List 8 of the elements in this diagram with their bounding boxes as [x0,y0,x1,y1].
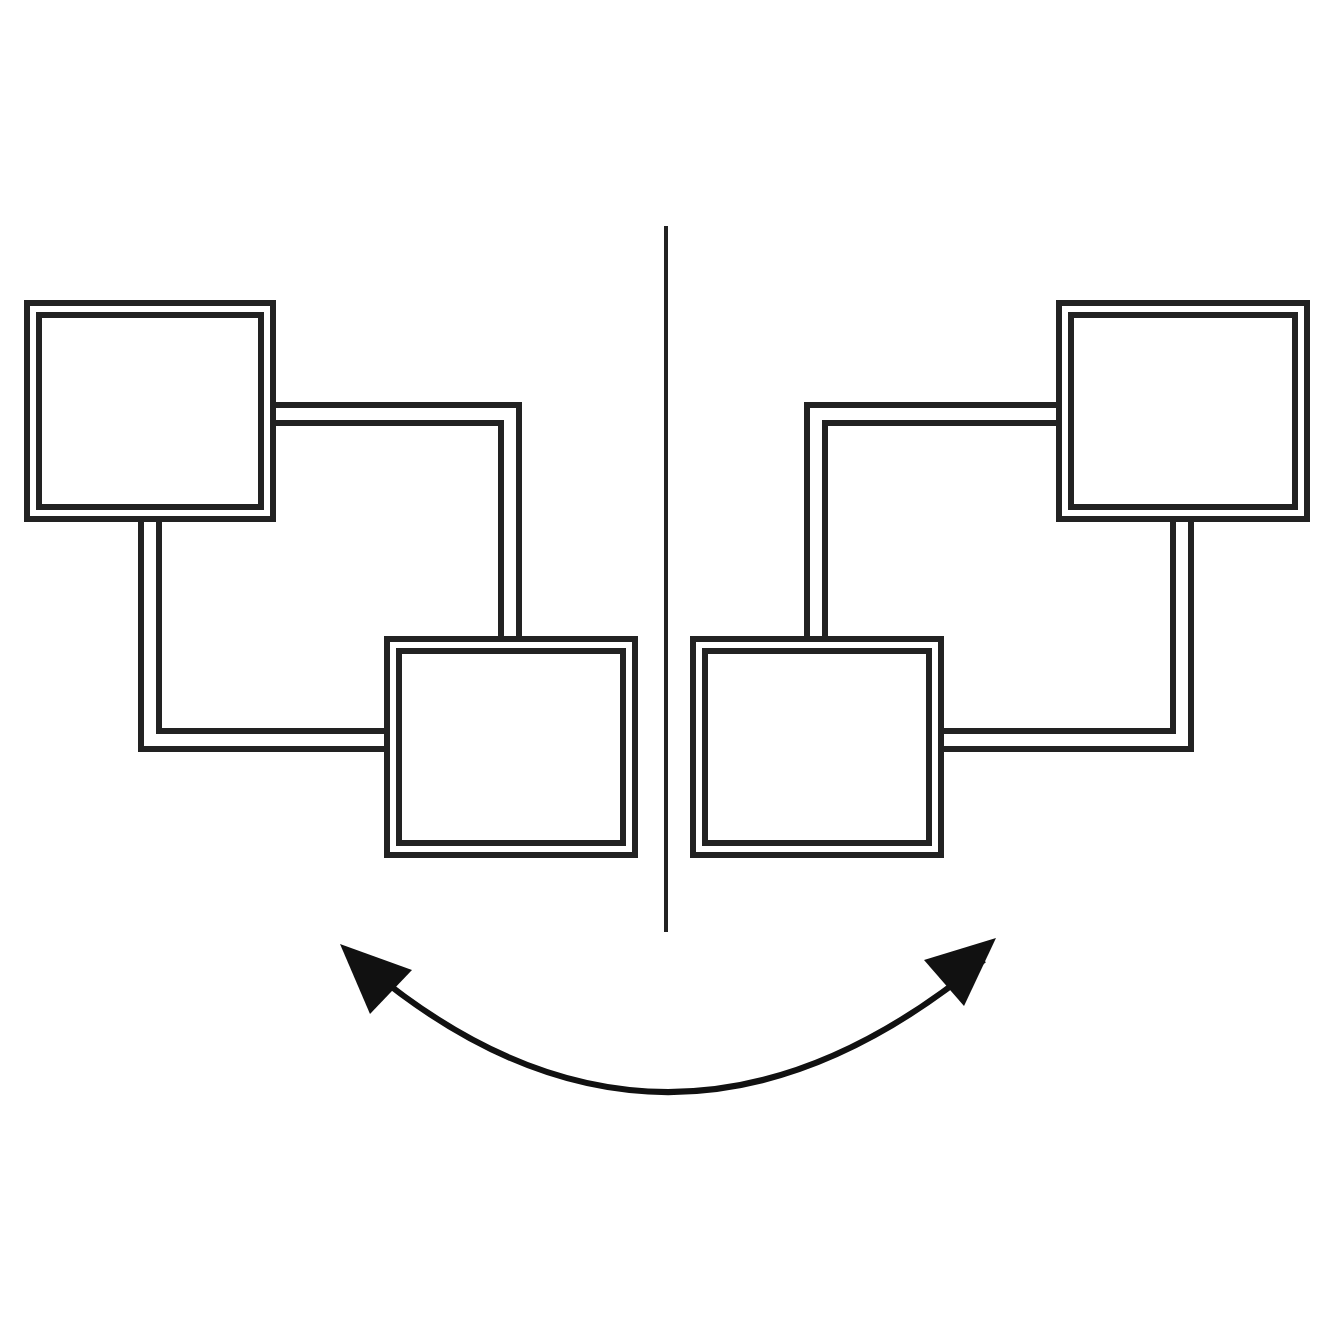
connector-pipe [804,402,1056,636]
box-node [24,300,276,522]
connector-pipe [138,522,384,752]
box-node [384,636,638,858]
connector-pipe [276,402,522,636]
box-node [1056,300,1310,522]
connector-pipe [944,522,1194,752]
box-node [690,636,944,858]
